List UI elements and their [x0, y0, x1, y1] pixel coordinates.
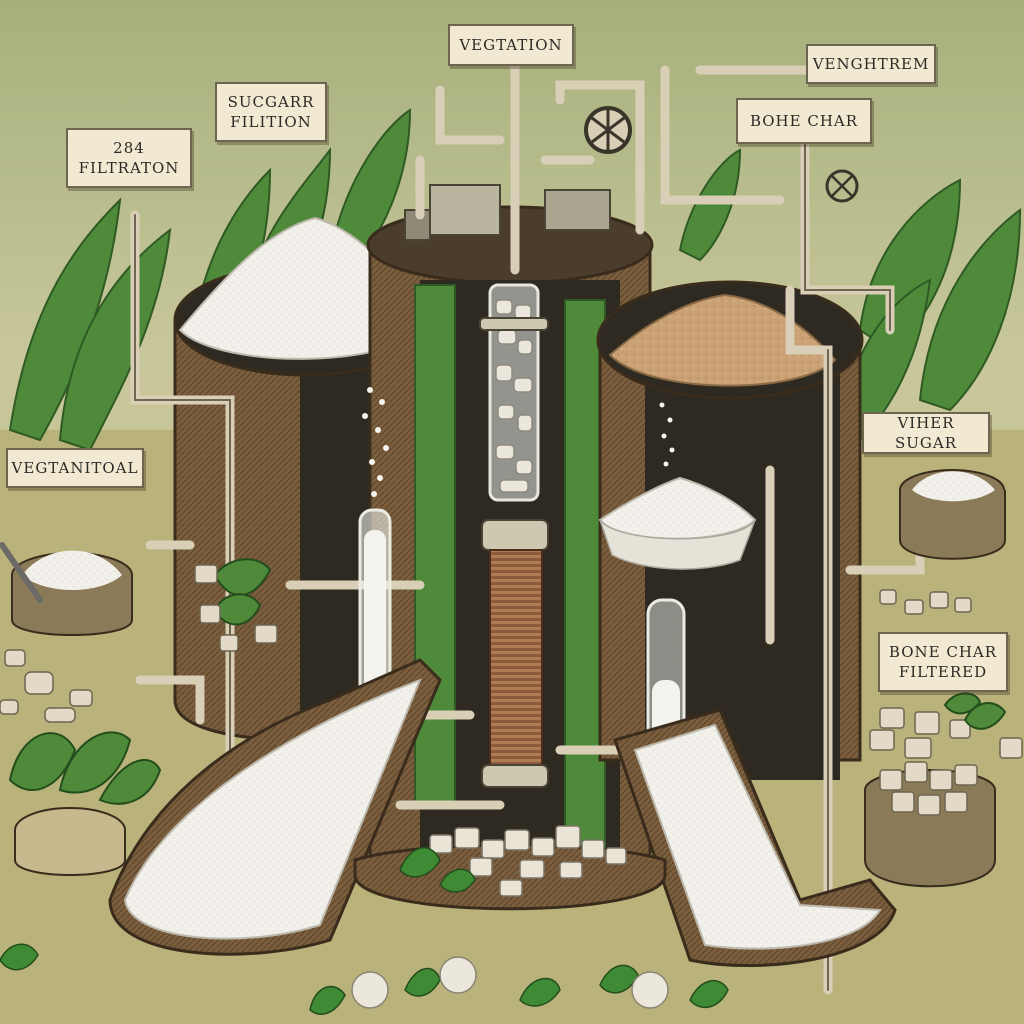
- coil-filter: [481, 519, 549, 788]
- bone-char-basin: [353, 825, 667, 911]
- left-sugar-bowl: [0, 542, 133, 636]
- bone-char-column: [479, 283, 549, 502]
- label-bone-char: BOHE CHAR: [736, 98, 872, 144]
- right-bone-char-pile: [869, 589, 1023, 759]
- left-sugar-chute: [108, 658, 442, 956]
- falling-sugar-particles: [362, 387, 675, 497]
- label-bone-char-filtered: BONE CHAR FILTERED: [878, 632, 1008, 692]
- right-bone-char-basket: [864, 761, 996, 888]
- right-silo-tank: [596, 280, 864, 780]
- right-sugar-basket: [899, 469, 1006, 560]
- label-venghtrem: VENGHTREM: [806, 44, 936, 84]
- label-vher-sugar: VIHER SUGAR: [862, 412, 990, 454]
- label-sugar-filtration: SUCGARR FILITION: [215, 82, 327, 142]
- foreground-plants: [0, 943, 729, 1015]
- label-284-filtration: 284 FILTRATON: [66, 128, 192, 188]
- scattered-bone-char: [0, 564, 278, 723]
- valve-wheel-icon: [825, 169, 859, 203]
- label-vegetation: VEGTATION: [448, 24, 574, 66]
- left-leaves: [8, 558, 272, 805]
- left-sand-pot: [14, 807, 126, 876]
- valve-wheel-icon: [584, 106, 632, 154]
- label-vegantoal: VEGTANITOAL: [6, 448, 144, 488]
- right-leaves: [943, 692, 1007, 730]
- right-sugar-chute: [613, 708, 897, 968]
- test-tube-icon: [358, 508, 392, 722]
